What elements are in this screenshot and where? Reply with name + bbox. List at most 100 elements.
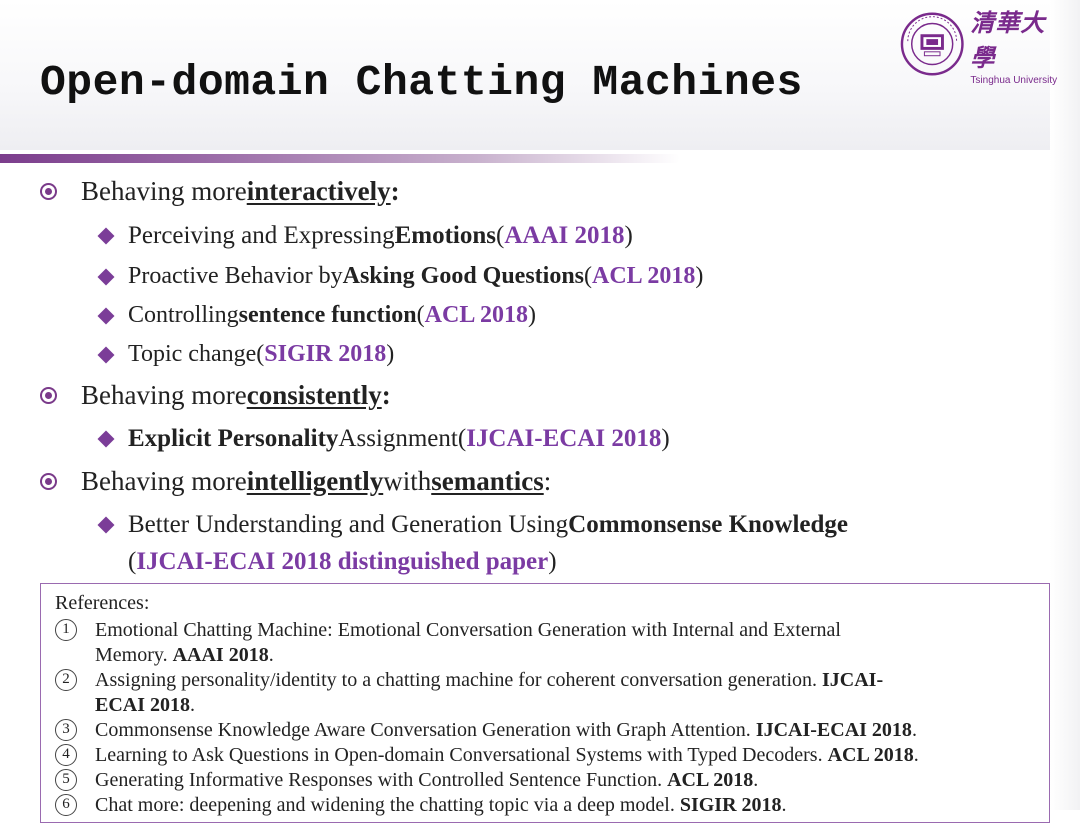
venue-link[interactable]: AAAI 2018	[504, 222, 625, 249]
paren-close: )	[548, 548, 557, 575]
bullet-emphasis: intelligently	[246, 466, 384, 496]
diamond-bullet-icon	[97, 307, 115, 324]
circled-number: 5	[55, 769, 77, 791]
paren-open: (	[256, 341, 265, 367]
sub-bullet-bold: sentence function	[238, 302, 417, 328]
paren-open: (	[457, 425, 467, 452]
reference-text: Assigning personality/identity to a chat…	[95, 668, 883, 718]
sub-bullet-text: Assignment	[338, 425, 458, 452]
sub-bullet-bold: Asking Good Questions	[342, 263, 585, 289]
reference-line: Commonsense Knowledge Aware Conversation…	[95, 719, 756, 741]
sub-bullet-text: Perceiving and Expressing	[128, 222, 395, 249]
reference-venue: IJCAI-	[822, 669, 884, 691]
sub-bullet-topic-change: Topic change (SIGIR 2018)	[96, 341, 394, 368]
sub-bullet-bold: Commonsense Knowledge	[568, 511, 849, 538]
university-seal-icon	[900, 12, 964, 76]
logo-chinese-name: 清華大學	[970, 7, 1046, 72]
sub-bullet-emotions: Perceiving and Expressing Emotions (AAAI…	[96, 222, 633, 250]
paren-open: (	[128, 548, 137, 575]
paren-close: )	[528, 302, 537, 328]
paren-open: (	[496, 222, 505, 249]
reference-period: .	[913, 744, 919, 766]
bullet-interactively: Behaving more interactively:	[40, 176, 400, 207]
sub-bullet-bold: Explicit Personality	[128, 425, 339, 452]
reference-venue: ACL 2018	[827, 744, 914, 766]
diamond-bullet-icon	[97, 430, 115, 448]
slide-title: Open-domain Chatting Machines	[40, 58, 803, 107]
reference-text: Learning to Ask Questions in Open-domain…	[95, 743, 919, 768]
sub-bullet-commonsense: Better Understanding and Generation Usin…	[96, 511, 848, 539]
venue-link[interactable]: SIGIR 2018	[264, 341, 387, 367]
sub-bullet-text: Proactive Behavior by	[128, 263, 343, 289]
paren-close: )	[624, 222, 633, 249]
paren-close: )	[661, 425, 670, 452]
venue-link[interactable]: IJCAI-ECAI 2018 distinguished paper	[136, 548, 549, 575]
bullet-emphasis: interactively	[246, 176, 391, 206]
title-band	[0, 0, 1080, 150]
references-title: References:	[55, 592, 150, 614]
reference-venue: IJCAI-ECAI 2018	[755, 719, 912, 741]
bullet-emphasis: consistently	[246, 380, 382, 410]
paren-close: )	[695, 263, 704, 289]
reference-text: Emotional Chatting Machine: Emotional Co…	[95, 618, 841, 668]
bullet-emphasis-2: semantics	[431, 466, 544, 496]
bullet-consistently: Behaving more consistently:	[40, 380, 391, 411]
bullet-text: Behaving more	[81, 380, 247, 410]
sub-bullet-questions: Proactive Behavior by Asking Good Questi…	[96, 263, 703, 290]
bullet-text: Behaving more	[81, 466, 247, 496]
diamond-bullet-icon	[97, 516, 115, 534]
circle-bullet-icon	[40, 387, 57, 404]
circled-number: 1	[55, 619, 77, 641]
reference-text: Chat more: deepening and widening the ch…	[95, 793, 787, 818]
sub-bullet-text: Better Understanding and Generation Usin…	[128, 511, 569, 538]
reference-period: .	[190, 694, 196, 716]
bullet-colon: :	[543, 466, 552, 496]
reference-line: Assigning personality/identity to a chat…	[95, 669, 823, 691]
bullet-colon: :	[390, 176, 400, 206]
circled-number: 3	[55, 719, 77, 741]
reference-period: .	[911, 719, 917, 741]
reference-period: .	[781, 794, 787, 816]
diamond-bullet-icon	[97, 227, 115, 245]
reference-text: Generating Informative Responses with Co…	[95, 768, 758, 793]
circled-number: 2	[55, 669, 77, 691]
right-edge-band	[1050, 0, 1080, 810]
bullet-text-mid: with	[383, 466, 432, 496]
reference-line: Emotional Chatting Machine: Emotional Co…	[95, 619, 841, 641]
sub-bullet-bold: Emotions	[394, 222, 497, 249]
reference-venue: ACL 2018	[667, 769, 754, 791]
reference-line: Learning to Ask Questions in Open-domain…	[95, 744, 828, 766]
sub-bullet-sentence-function: Controlling sentence function (ACL 2018)	[96, 302, 536, 329]
reference-venue: SIGIR 2018	[679, 794, 782, 816]
bullet-text: Behaving more	[81, 176, 247, 206]
paren-open: (	[584, 263, 593, 289]
diamond-bullet-icon	[97, 268, 115, 285]
bullet-intelligently: Behaving more intelligently with semanti…	[40, 466, 551, 497]
references-box: References: 1 Emotional Chatting Machine…	[40, 583, 1050, 823]
sub-bullet-personality: Explicit Personality Assignment (IJCAI-E…	[96, 425, 670, 453]
reference-period: .	[268, 644, 274, 666]
logo-english-name: Tsinghua University	[970, 74, 1058, 86]
reference-period: .	[753, 769, 759, 791]
reference-line: Chat more: deepening and widening the ch…	[95, 794, 680, 816]
paren-close: )	[386, 341, 395, 367]
bullet-colon: :	[381, 380, 391, 410]
tsinghua-logo: 清華大學 Tsinghua University	[900, 8, 1068, 86]
circle-bullet-icon	[40, 473, 57, 490]
circled-number: 4	[55, 744, 77, 766]
paren-open: (	[416, 302, 425, 328]
reference-text: Commonsense Knowledge Aware Conversation…	[95, 718, 917, 743]
reference-venue: ECAI 2018	[95, 694, 191, 716]
reference-venue: AAAI 2018	[172, 644, 269, 666]
venue-link[interactable]: ACL 2018	[424, 302, 529, 328]
reference-line: Generating Informative Responses with Co…	[95, 769, 668, 791]
title-underline-rule	[0, 154, 680, 163]
sub-bullet-text: Controlling	[128, 302, 239, 328]
venue-link[interactable]: IJCAI-ECAI 2018	[466, 425, 662, 452]
circled-number: 6	[55, 794, 77, 816]
sub-bullet-text: Topic change	[128, 341, 257, 367]
circle-bullet-icon	[40, 183, 57, 200]
venue-link[interactable]: ACL 2018	[592, 263, 696, 289]
reference-line: Memory.	[95, 644, 173, 666]
diamond-bullet-icon	[97, 346, 115, 363]
